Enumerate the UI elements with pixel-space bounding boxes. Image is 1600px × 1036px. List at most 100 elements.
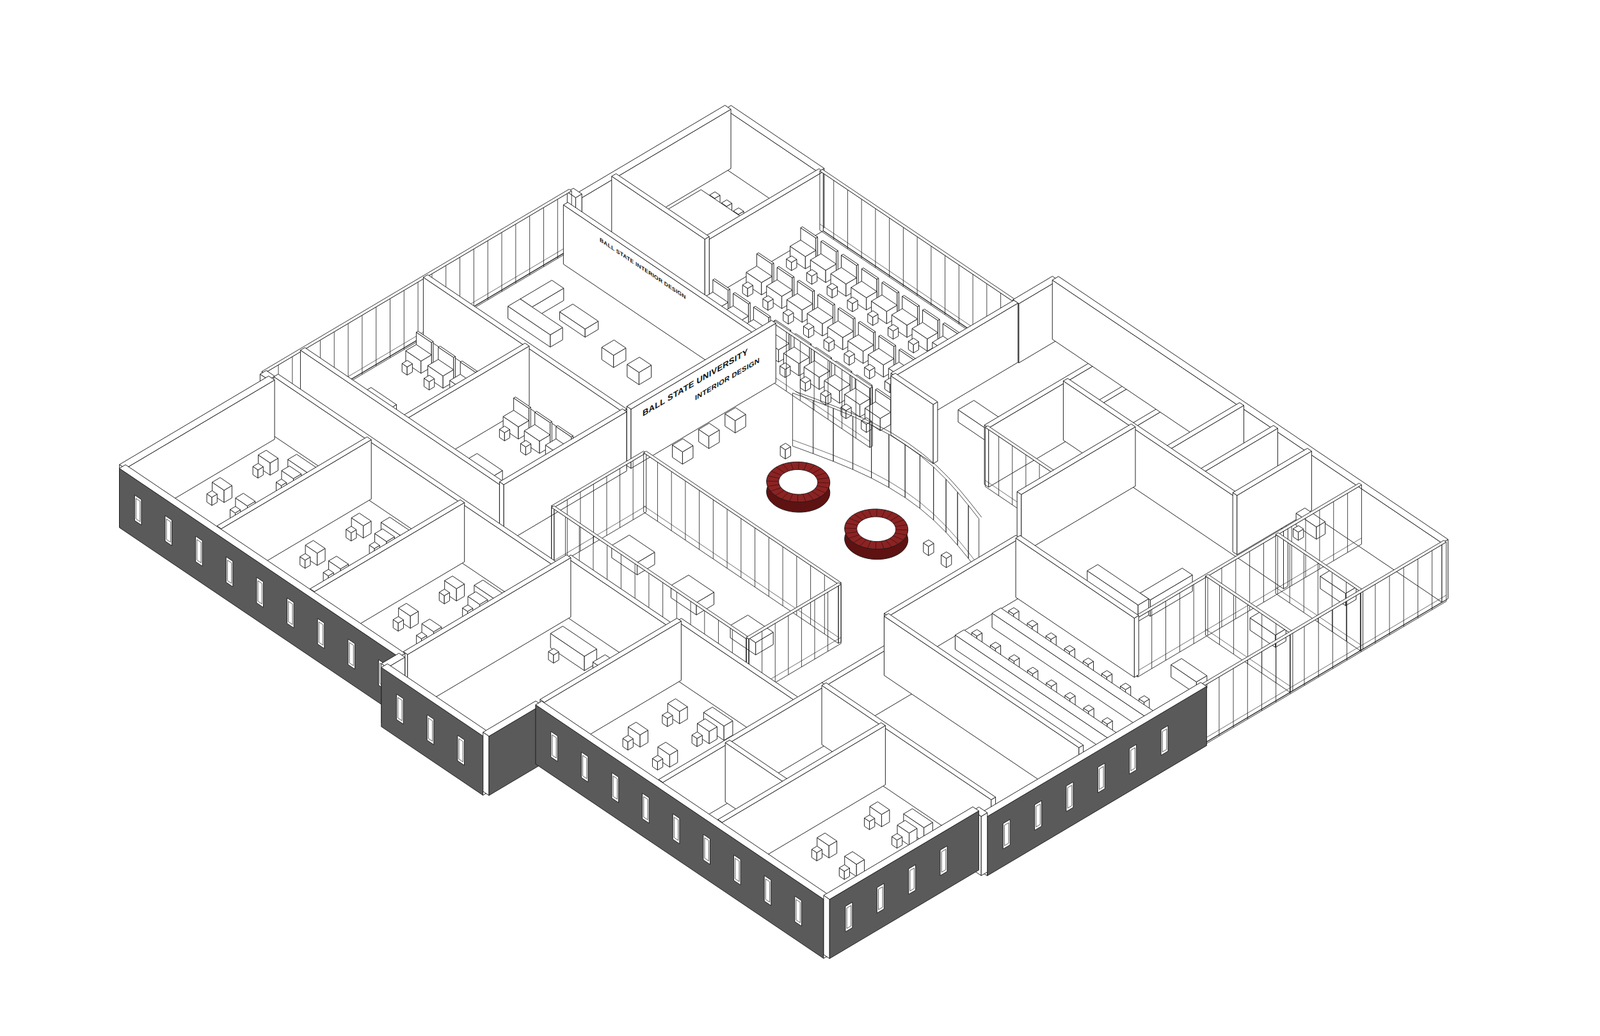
furniture-top (875, 388, 893, 400)
furn-item (652, 755, 663, 770)
furn-item (826, 282, 838, 298)
wall-top (884, 535, 1021, 616)
int-item (499, 408, 628, 544)
wall-face (823, 895, 831, 959)
window (348, 638, 356, 669)
glass-head (984, 425, 1056, 473)
mullion (1289, 543, 1291, 603)
mullion (841, 369, 843, 429)
mullion (1221, 567, 1222, 627)
furniture-top (427, 359, 454, 376)
mullion (1275, 642, 1277, 702)
bench-seam (893, 519, 905, 524)
furniture-top (807, 307, 833, 324)
window-frame (1099, 766, 1104, 790)
mullion (958, 264, 960, 324)
furniture-top (697, 718, 718, 732)
wall-face (1015, 537, 1135, 677)
window-frame (878, 886, 883, 910)
furn-item (206, 490, 217, 505)
furniture-top (369, 541, 380, 548)
furn-item (662, 711, 673, 727)
transom (643, 505, 839, 637)
bench-seam (811, 490, 820, 497)
wall-top (119, 464, 406, 657)
mullion (543, 207, 544, 267)
glass-face (772, 322, 870, 448)
furniture-top (810, 253, 836, 271)
mullion (930, 245, 932, 305)
mullion (847, 189, 848, 249)
furn-item (840, 403, 852, 419)
mullion (698, 490, 700, 550)
furniture-top (1293, 525, 1304, 532)
furniture-top (807, 269, 818, 276)
window (457, 734, 465, 765)
furniture-top (742, 281, 753, 288)
mullion (375, 306, 377, 366)
furniture-top (258, 449, 279, 463)
window-frame (735, 858, 740, 882)
furniture-top (783, 346, 809, 364)
mullion (529, 215, 530, 275)
bench-seam (790, 462, 794, 470)
window (1066, 781, 1074, 811)
furniture-top (462, 604, 473, 612)
mullion (1289, 634, 1291, 694)
furniture-top (790, 240, 816, 257)
bench-seam (776, 467, 785, 473)
bench-seam (817, 477, 829, 480)
bench-seam (892, 535, 904, 541)
furniture-top (817, 293, 836, 306)
mullion (1179, 592, 1181, 652)
mullion (1233, 668, 1234, 728)
furniture-top (990, 641, 1001, 649)
wall-top (883, 613, 1083, 747)
mullion (903, 227, 904, 287)
window-frame (288, 600, 293, 624)
furniture-top (424, 375, 435, 382)
glass-head (772, 320, 873, 388)
wall-top (563, 202, 759, 334)
mullion (768, 536, 770, 596)
window (876, 883, 884, 913)
mullion (796, 555, 797, 615)
window (1129, 744, 1137, 774)
window (672, 813, 680, 844)
ext-item (381, 663, 489, 795)
window (1097, 762, 1105, 793)
mullion (473, 248, 475, 308)
furniture-top (864, 401, 891, 419)
furniture-top (235, 492, 256, 506)
wall-top (1016, 423, 1136, 495)
wall-top (626, 320, 776, 409)
furniture-top (1139, 695, 1150, 703)
glass-head (643, 451, 841, 585)
window (1160, 725, 1168, 755)
furniture-top (864, 364, 875, 371)
furn-item (864, 364, 875, 379)
furn-item (823, 336, 834, 352)
glass-head (551, 450, 647, 507)
furn-item (923, 539, 934, 556)
wall-face (1441, 538, 1449, 602)
furn-item (401, 360, 413, 376)
bench-seam (875, 541, 877, 550)
mullion (1317, 562, 1319, 622)
wall-face (709, 171, 824, 299)
mullion (567, 499, 568, 559)
furn-item (780, 362, 791, 378)
mullion (1291, 526, 1293, 585)
bench-seam (782, 464, 789, 472)
curved-glass (945, 478, 958, 545)
bench-seam (803, 462, 808, 471)
mullion (1318, 617, 1320, 677)
furniture-top (800, 376, 811, 383)
wall-top (823, 806, 979, 899)
curved-glass (871, 424, 889, 488)
bench-seam (808, 464, 815, 472)
furniture-top (276, 478, 287, 486)
furn-item (786, 256, 797, 271)
furniture-top (622, 734, 633, 742)
bench-seam (807, 492, 814, 500)
